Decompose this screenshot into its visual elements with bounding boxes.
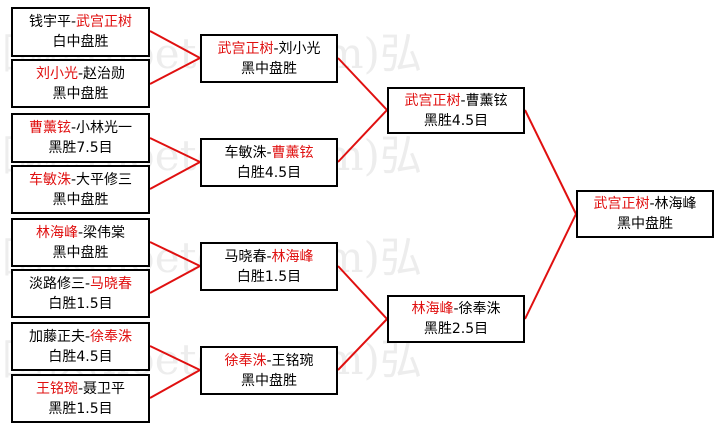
match-box-r1m4: 车敏洙-大平修三 黑中盘胜	[11, 165, 150, 214]
match-result: 黑胜7.5目	[48, 140, 113, 156]
bracket-connector-line	[149, 369, 201, 399]
player-1: 车敏洙	[28, 171, 71, 188]
player-2: 林海峰	[271, 248, 314, 265]
bracket-connector-line	[337, 57, 388, 111]
player-2: 王铭琬	[271, 352, 314, 369]
bracket-connector-line	[149, 265, 201, 294]
player-2: 曹薰铉	[271, 144, 314, 161]
match-box-r1m6: 淡路修三-马晓春 白胜1.5目	[11, 269, 150, 318]
bracket-connector-line	[337, 318, 388, 371]
match-result: 黑中盘胜	[241, 372, 297, 389]
match-result: 黑中盘胜	[52, 85, 109, 102]
player-1: 车敏洙	[224, 144, 267, 161]
player-1: 武宫正树	[217, 40, 274, 57]
match-box-r1m7: 加藤正夫-徐奉洙 白胜4.5目	[11, 322, 150, 371]
match-box-r2m3: 马晓春-林海峰 白胜1.5目	[200, 242, 338, 291]
player-1: 曹薰铉	[28, 120, 71, 136]
match-result: 黑胜2.5目	[423, 321, 489, 337]
player-1: 林海峰	[35, 224, 78, 241]
match-result: 黑中盘胜	[241, 60, 297, 77]
player-1: 马晓春	[224, 248, 267, 265]
bracket-connector-line	[337, 265, 388, 320]
player-1: 武宫正树	[593, 196, 650, 212]
player-2: 徐奉洙	[90, 328, 133, 345]
match-result: 黑中盘胜	[617, 216, 673, 232]
player-1: 加藤正夫	[28, 328, 85, 345]
match-result: 黑胜1.5目	[48, 400, 113, 417]
match-box-r3m1: 武宫正树-曹薰铉 黑胜4.5目	[387, 87, 525, 134]
bracket-connector-line	[524, 109, 577, 215]
player-2: 梁伟棠	[83, 224, 126, 241]
bracket-connector-line	[149, 345, 201, 371]
match-result: 黑中盘胜	[52, 244, 109, 261]
player-2: 武宫正树	[76, 14, 133, 30]
bracket-connector-line	[149, 161, 201, 190]
match-result: 白胜1.5目	[236, 268, 302, 285]
match-box-r1m2: 刘小光-赵治勋 黑中盘胜	[11, 59, 150, 108]
player-1: 徐奉洙	[224, 352, 267, 369]
player-2: 刘小光	[278, 40, 321, 57]
player-2: 聂卫平	[83, 380, 126, 397]
player-1: 钱宇平	[28, 14, 71, 30]
bracket-connector-line	[337, 109, 388, 163]
bracket-connector-line	[149, 30, 201, 59]
player-2: 赵治勋	[83, 65, 126, 82]
match-result: 白胜1.5目	[48, 295, 113, 312]
player-2: 林海峰	[654, 196, 697, 212]
match-result: 白胜4.5目	[48, 348, 113, 365]
player-1: 淡路修三	[28, 275, 85, 292]
match-box-r1m5: 林海峰-梁伟棠 黑中盘胜	[11, 218, 150, 267]
match-box-final: 武宫正树-林海峰 黑中盘胜	[576, 190, 714, 238]
match-box-r3m2: 林海峰-徐奉洙 黑胜2.5目	[387, 295, 525, 343]
bracket-connector-line	[149, 137, 201, 163]
bracket-connector-line	[524, 213, 577, 320]
bracket-connector-line	[149, 241, 201, 267]
player-1: 刘小光	[35, 65, 78, 82]
bracket-connector-line	[149, 57, 201, 85]
match-box-r1m1: 钱宇平-武宫正树 白中盘胜	[11, 7, 150, 57]
player-2: 马晓春	[90, 275, 133, 292]
match-box-r1m3: 曹薰铉-小林光一 黑胜7.5目	[11, 113, 150, 163]
player-2: 曹薰铉	[465, 92, 508, 109]
match-result: 黑胜4.5目	[423, 112, 489, 129]
match-box-r1m8: 王铭琬-聂卫平 黑胜1.5目	[11, 374, 150, 423]
player-2: 小林光一	[76, 120, 133, 136]
player-1: 王铭琬	[35, 380, 78, 397]
match-box-r2m2: 车敏洙-曹薰铉 白胜4.5目	[200, 138, 338, 187]
match-result: 白中盘胜	[52, 34, 109, 50]
player-1: 林海峰	[411, 301, 454, 317]
match-box-r2m1: 武宫正树-刘小光 黑中盘胜	[200, 34, 338, 83]
player-2: 徐奉洙	[458, 301, 501, 317]
player-1: 武宫正树	[404, 92, 461, 109]
player-2: 大平修三	[76, 171, 133, 188]
match-box-r2m4: 徐奉洙-王铭琬 黑中盘胜	[200, 346, 338, 395]
match-result: 白胜4.5目	[236, 164, 302, 181]
match-result: 黑中盘胜	[52, 191, 109, 208]
